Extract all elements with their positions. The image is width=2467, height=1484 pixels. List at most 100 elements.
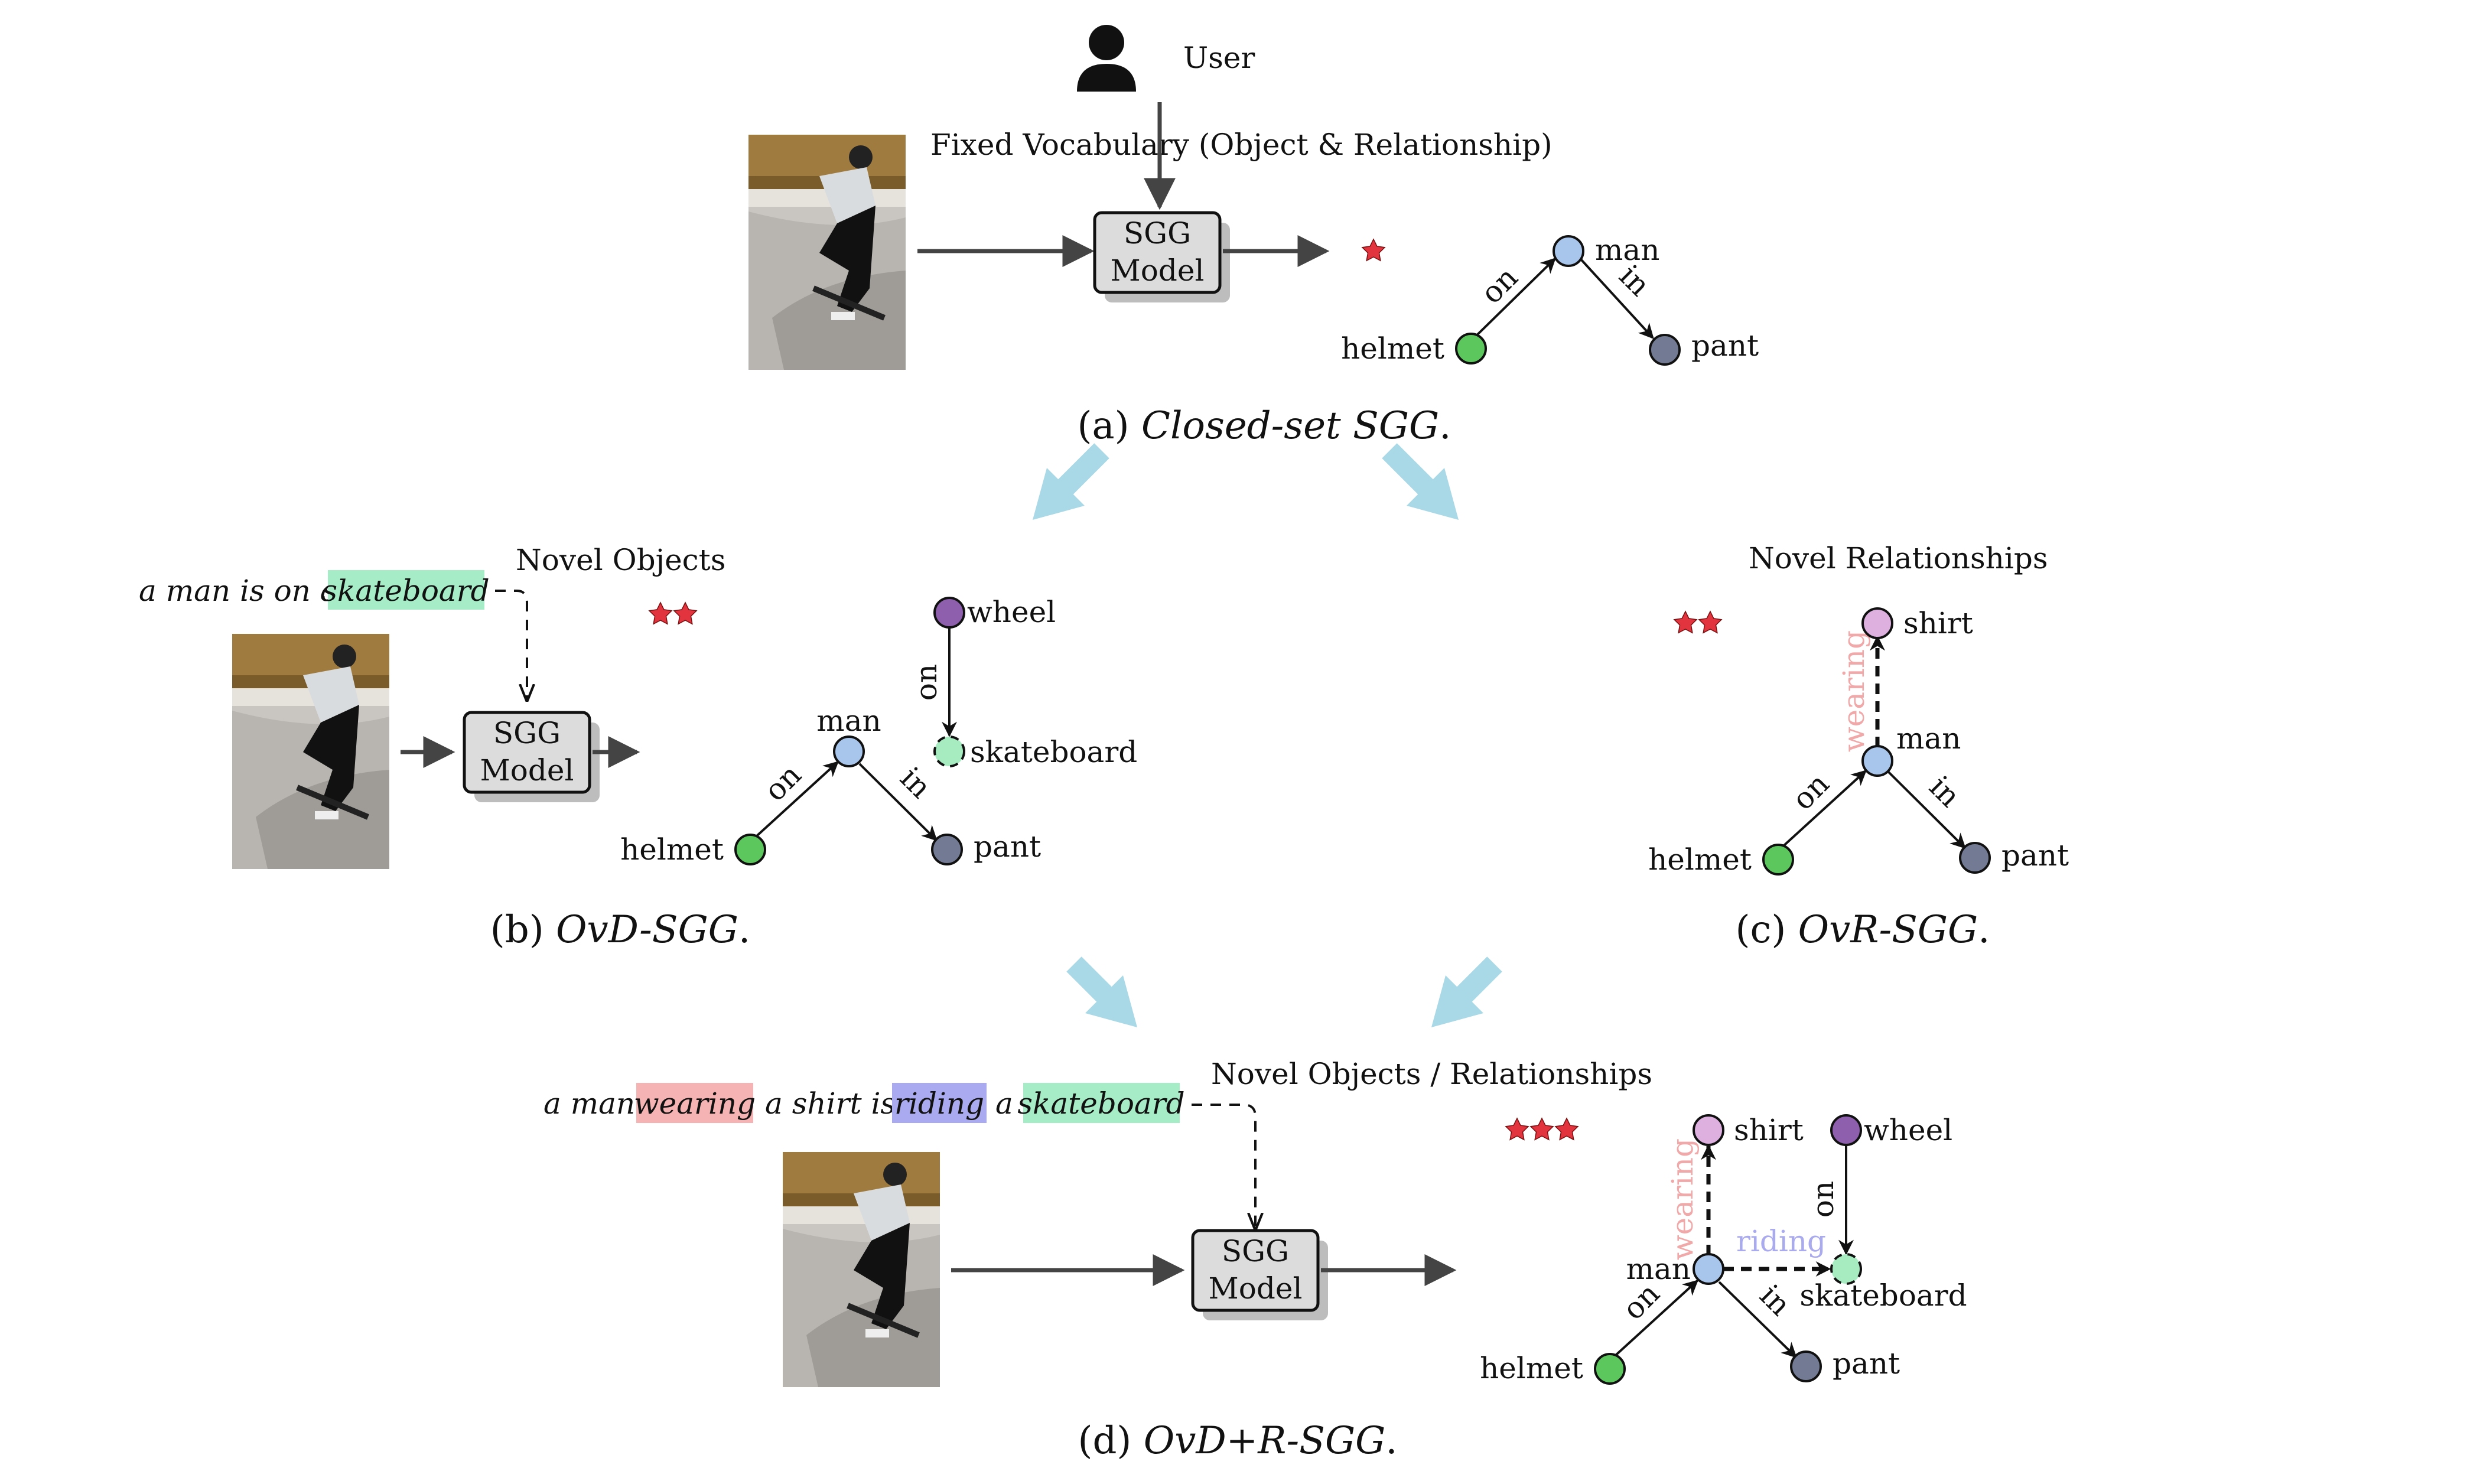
edge-label-in: in <box>893 760 938 805</box>
sentence-text-3: a <box>995 1086 1013 1121</box>
skateboarder-photo <box>748 135 906 370</box>
edge-man-pant <box>1887 770 1966 849</box>
star-icon <box>1530 1118 1554 1140</box>
star-icon <box>673 602 697 624</box>
edge-helmet-man <box>1777 770 1867 852</box>
model-label-line1: SGG <box>493 716 561 750</box>
node-pant <box>931 834 963 865</box>
text-to-model-arrow <box>1192 1104 1255 1229</box>
caption-a: (a) Closed-set SGG. <box>1078 404 1451 448</box>
highlight-skateboard <box>1023 1083 1180 1123</box>
panel-a: User Fixed Vocabulary (Object & Relation… <box>748 25 1759 448</box>
node-label-man: man <box>1896 721 1961 756</box>
sgg-model-box: SGG Model <box>1093 211 1230 302</box>
novel-relationships-label: Novel Relationships <box>1749 541 2048 575</box>
edge-helmet-man <box>749 761 839 843</box>
edge-label-on: on <box>1474 260 1524 310</box>
node-label-man: man <box>1595 233 1659 267</box>
highlight-wearing-text: wearing <box>634 1086 756 1121</box>
user-icon <box>1077 25 1136 92</box>
node-skateboard <box>1830 1253 1862 1285</box>
edge-label-on-wheel: on <box>909 664 943 701</box>
model-label-line1: SGG <box>1222 1234 1289 1268</box>
edge-label-on-wheel: on <box>1806 1181 1840 1218</box>
caption-b: (b) OvD-SGG. <box>490 908 750 952</box>
edge-man-pant <box>858 763 938 841</box>
panel-d: a man wearing a shirt is riding a skateb… <box>543 1057 1967 1463</box>
transition-arrows-top <box>1033 443 1459 520</box>
edge-label-on: on <box>1785 766 1835 816</box>
node-label-shirt: shirt <box>1903 606 1973 640</box>
edge-label-wearing: wearing <box>1665 1138 1700 1260</box>
transition-arrows-bottom <box>1066 956 1502 1027</box>
node-helmet <box>734 834 766 865</box>
node-man <box>1693 1253 1724 1285</box>
edge-label-riding: riding <box>1736 1224 1826 1258</box>
highlight-skateboard <box>328 570 484 610</box>
skateboarder-photo <box>232 634 389 869</box>
novel-objects-relationships-label: Novel Objects / Relationships <box>1211 1057 1652 1091</box>
node-wheel <box>1830 1114 1862 1146</box>
sgg-model-box: SGG Model <box>463 711 600 802</box>
node-label-man: man <box>816 704 881 738</box>
edge-helmet-man <box>1609 1280 1698 1362</box>
edge-label-on: on <box>757 757 808 808</box>
highlight-skateboard-text: skateboard <box>322 574 489 608</box>
star-icon <box>649 602 672 624</box>
node-man <box>1861 745 1893 777</box>
node-man <box>1553 235 1584 267</box>
node-label-pant: pant <box>974 829 1041 864</box>
star-icon <box>1674 611 1697 633</box>
node-label-pant: pant <box>1833 1346 1900 1381</box>
node-label-wheel: wheel <box>1864 1113 1952 1147</box>
node-skateboard <box>933 736 965 767</box>
edge-man-pant <box>1718 1281 1797 1358</box>
text-to-model-arrow <box>495 590 527 700</box>
user-label: User <box>1183 41 1255 75</box>
node-label-helmet: helmet <box>1648 842 1752 877</box>
node-helmet <box>1594 1353 1626 1385</box>
node-shirt <box>1693 1114 1724 1146</box>
node-man <box>833 736 865 767</box>
caption-c: (c) OvR-SGG. <box>1736 908 1990 952</box>
highlight-riding-text: riding <box>894 1086 984 1121</box>
node-label-shirt: shirt <box>1734 1113 1804 1147</box>
sentence-text-1: a man <box>543 1086 635 1121</box>
node-wheel <box>933 597 965 629</box>
highlight-wearing <box>636 1083 753 1123</box>
panel-b: a man is on a skateboard Novel Objects S… <box>139 543 1137 952</box>
node-helmet <box>1455 333 1487 365</box>
node-pant <box>1790 1350 1822 1382</box>
node-label-man: man <box>1626 1252 1691 1286</box>
node-label-wheel: wheel <box>967 595 1056 629</box>
edge-label-in: in <box>1753 1278 1797 1322</box>
edge-label-wearing: wearing <box>1837 630 1871 752</box>
model-label-line2: Model <box>1209 1271 1303 1306</box>
sgg-model-box: SGG Model <box>1191 1229 1328 1320</box>
panel-c: Novel Relationships wearing on in shirt … <box>1648 541 2069 952</box>
sentence-text: a man is on a <box>139 574 338 608</box>
star-icon <box>1362 239 1385 261</box>
node-label-helmet: helmet <box>1480 1351 1583 1385</box>
node-label-helmet: helmet <box>1341 331 1444 366</box>
edge-helmet-man <box>1470 258 1556 342</box>
model-label-line2: Model <box>1111 253 1205 288</box>
star-icon <box>1555 1118 1579 1140</box>
node-label-helmet: helmet <box>620 832 724 867</box>
edge-man-pant <box>1580 259 1654 339</box>
star-icon <box>1698 611 1722 633</box>
node-pant <box>1649 334 1681 366</box>
node-label-skateboard: skateboard <box>970 735 1137 769</box>
node-pant <box>1959 842 1991 874</box>
fixed-vocabulary-label: Fixed Vocabulary (Object & Relationship) <box>930 128 1553 162</box>
star-icon <box>1505 1118 1529 1140</box>
node-shirt <box>1861 607 1893 639</box>
highlight-skateboard-text: skateboard <box>1017 1086 1184 1121</box>
node-helmet <box>1762 844 1794 876</box>
node-label-pant: pant <box>2001 838 2069 873</box>
highlight-riding <box>892 1083 987 1123</box>
node-label-skateboard: skateboard <box>1799 1278 1967 1313</box>
caption-d: (d) OvD+R-SGG. <box>1078 1419 1397 1463</box>
sentence-text-2: a shirt is <box>765 1086 896 1121</box>
